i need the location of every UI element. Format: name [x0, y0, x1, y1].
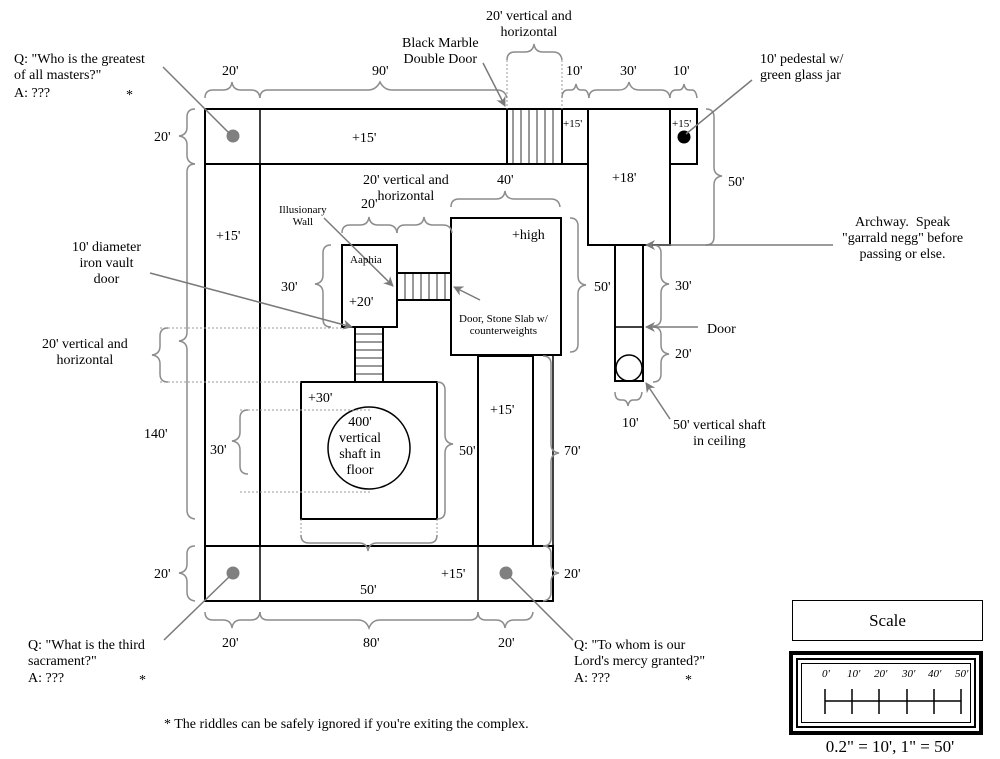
dim-shaft-30: 30' [210, 443, 227, 458]
dim-mid-40: 40' [497, 173, 514, 188]
dim-bot-20b: 20' [498, 636, 515, 651]
dim-top-10: 10' [566, 64, 583, 79]
floor-shaft [327, 406, 411, 490]
dim-bot-20a: 20' [222, 636, 239, 651]
left-vertical-label: 20' vertical and horizontal [42, 337, 128, 368]
ceiling-shaft-label: 50' vertical shaft in ceiling [673, 418, 766, 449]
archway-label: Archway. Speak "garrald negg" before pas… [842, 215, 964, 262]
dim-bottom-50: 50' [360, 583, 377, 598]
scale-tick-10: 10' [847, 668, 861, 680]
dim-top-10b: 10' [673, 64, 690, 79]
dim-shaft-50: 50' [459, 444, 476, 459]
aaphia-name: Aaphia [350, 254, 382, 266]
dim-left-140: 140' [144, 427, 168, 442]
dim-br-20: 20' [564, 567, 581, 582]
high-room-height: +high [512, 228, 545, 243]
riddle-1-mark: * [126, 88, 133, 103]
dim-left-20-top: 20' [154, 130, 171, 145]
mid-vertical-label: 20' vertical and horizontal [363, 173, 449, 204]
right-corridor [477, 355, 534, 547]
dim-top-90: 90' [372, 64, 389, 79]
right-corridor-height: +15' [490, 403, 515, 418]
dim-top-30: 30' [620, 64, 637, 79]
shaft-room [300, 381, 438, 520]
pedestal-label: 10' pedestal w/ green glass jar [760, 52, 844, 83]
stone-slab-door-label: Door, Stone Slab w/ counterweights [459, 313, 548, 337]
riddle-3-mark: * [685, 673, 692, 688]
black-marble-door-label: Black Marble Double Door [402, 36, 479, 67]
illusionary-wall-label: Illusionary Wall [279, 204, 327, 228]
riddle-1-question: Q: "Who is the greatest of all masters?" [14, 52, 145, 83]
dim-high-50: 50' [594, 280, 611, 295]
dim-aaphia-30: 30' [281, 280, 298, 295]
guides [160, 60, 563, 535]
shaft-room-height: +30' [308, 391, 333, 406]
riddle-3-question: Q: "To whom is our Lord's mercy granted?… [574, 638, 706, 669]
iron-vault-door-label: 10' diameter iron vault door [72, 240, 141, 287]
scale-tick-20: 20' [874, 668, 888, 680]
scale-tick-0: 0' [822, 668, 830, 680]
top-vertical-label: 20' vertical and horizontal [486, 9, 572, 40]
dim-shaft-10: 10' [622, 416, 639, 431]
bottom-corridor-height: +15' [441, 567, 466, 582]
door-stripes [356, 110, 554, 375]
floor-shaft-label: 400' vertical shaft in floor [339, 415, 381, 478]
riddle-2-question: Q: "What is the third sacrament?" [28, 638, 145, 669]
scale-bar: 0' 10' 20' 30' 40' 50' [789, 651, 983, 735]
door-label: Door [707, 322, 736, 337]
walls [204, 108, 698, 602]
scale-tick-30: 30' [902, 668, 916, 680]
small-room-height: +15' [563, 118, 583, 130]
left-corridor-height: +15' [216, 229, 241, 244]
footnote: * The riddles can be safely ignored if y… [164, 717, 529, 732]
riddle-2-mark: * [139, 673, 146, 688]
aaphia-height: +20' [349, 295, 374, 310]
scale-tick-40: 40' [928, 668, 942, 680]
dim-corr-70: 70' [564, 444, 581, 459]
dim-right-30: 30' [675, 279, 692, 294]
small-room [561, 108, 590, 165]
ceiling-shaft [615, 354, 643, 382]
tall-room-height: +18' [612, 171, 637, 186]
scale-title: Scale [869, 610, 906, 630]
riddle-1-answer: A: ??? [14, 86, 51, 101]
dim-right-50: 50' [728, 175, 745, 190]
riddle-3-answer: A: ??? [574, 671, 611, 686]
dim-right-20: 20' [675, 347, 692, 362]
riddle-2-answer: A: ??? [28, 671, 65, 686]
high-room [450, 217, 562, 356]
scale-ruler [824, 689, 962, 714]
dimension-braces [151, 43, 723, 631]
scale-caption: 0.2" = 10', 1" = 50' [825, 737, 955, 756]
top-corridor [204, 108, 508, 165]
dim-left-20-bottom: 20' [154, 567, 171, 582]
left-corridor [204, 163, 261, 547]
dim-bot-80: 80' [363, 636, 380, 651]
vault-passage [354, 326, 384, 383]
pedestal-room-height: +15' [672, 118, 692, 130]
callout-arrows [149, 62, 833, 641]
dim-top-20: 20' [222, 64, 239, 79]
dim-mid-20: 20' [361, 197, 378, 212]
scale-tick-50: 50' [955, 668, 969, 680]
scale-title-box: Scale [792, 600, 983, 641]
top-corridor-height: +15' [352, 131, 377, 146]
